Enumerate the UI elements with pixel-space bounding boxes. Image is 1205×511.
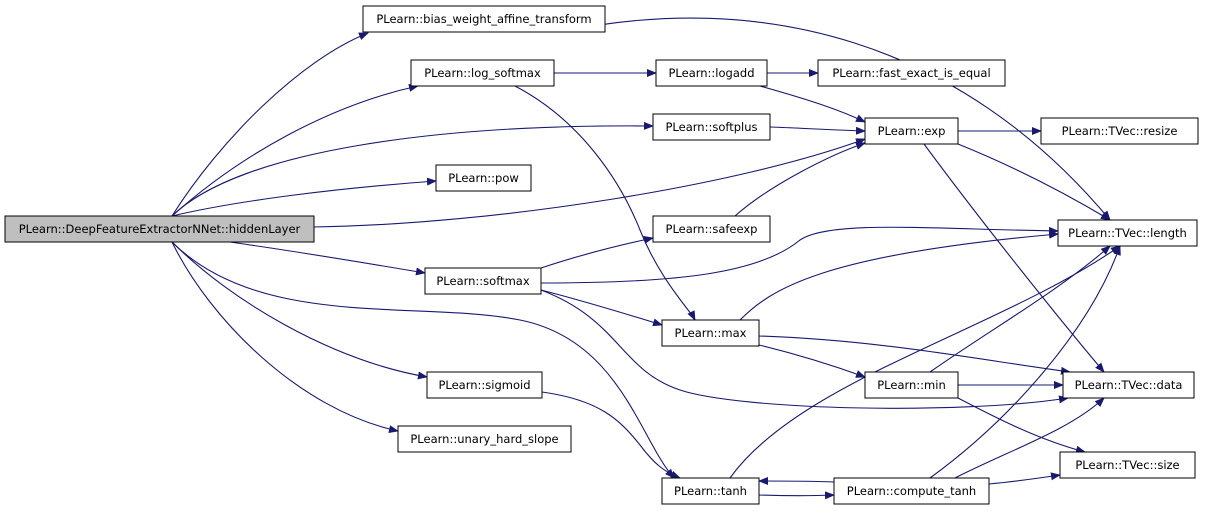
edge-tanh-to-compute-tanh bbox=[758, 491, 835, 500]
edge-compute-tanh-to-data bbox=[954, 397, 1105, 479]
node-hiddenLayer[interactable]: PLearn::DeepFeatureExtractorNNet::hidden… bbox=[4, 215, 315, 243]
node-safeexp[interactable]: PLearn::safeexp bbox=[652, 215, 771, 243]
edge-min-to-length bbox=[929, 245, 1111, 373]
edge-tanh-to-length bbox=[729, 245, 1121, 479]
node-label: PLearn::compute_tanh bbox=[847, 484, 976, 498]
edge-sigmoid-to-tanh bbox=[541, 391, 681, 479]
node-label: PLearn::DeepFeatureExtractorNNet::hidden… bbox=[19, 222, 301, 236]
node-label: PLearn::pow bbox=[448, 171, 519, 185]
node-exp[interactable]: PLearn::exp bbox=[864, 117, 959, 145]
edge-compute-tanh-to-tanh bbox=[758, 477, 835, 486]
edge-softmax-to-safeexp bbox=[540, 235, 654, 269]
edge-hiddenLayer-to-bias bbox=[171, 32, 369, 217]
edge-exp-to-data bbox=[923, 143, 1105, 373]
edge-softmax-to-data bbox=[540, 289, 1069, 409]
node-label: PLearn::logadd bbox=[668, 66, 754, 80]
edge-softplus-to-exp bbox=[769, 126, 866, 135]
node-label: PLearn::TVec::resize bbox=[1062, 124, 1178, 138]
node-label: PLearn::log_softmax bbox=[424, 66, 541, 80]
nodes-layer: PLearn::DeepFeatureExtractorNNet::hidden… bbox=[4, 5, 1199, 505]
edge-max-to-length bbox=[739, 230, 1059, 321]
edge-hiddenLayer-to-unary bbox=[171, 241, 399, 434]
node-label: PLearn::TVec::size bbox=[1075, 458, 1179, 472]
node-label: PLearn::max bbox=[675, 326, 747, 340]
node-label: PLearn::bias_weight_affine_transform bbox=[376, 12, 591, 26]
edge-max-to-min bbox=[758, 344, 866, 378]
node-label: PLearn::tanh bbox=[674, 484, 747, 498]
node-bias[interactable]: PLearn::bias_weight_affine_transform bbox=[362, 5, 606, 33]
edge-hiddenLayer-to-tanh bbox=[171, 241, 675, 479]
edge-safeexp-to-exp bbox=[734, 142, 866, 217]
node-data[interactable]: PLearn::TVec::data bbox=[1062, 371, 1195, 399]
edge-softmax-to-max bbox=[540, 289, 663, 327]
node-label: PLearn::min bbox=[877, 378, 946, 392]
edge-bias-to-length bbox=[559, 17, 1111, 221]
node-min[interactable]: PLearn::min bbox=[864, 371, 959, 399]
node-label: PLearn::softmax bbox=[436, 274, 529, 288]
node-log-softmax[interactable]: PLearn::log_softmax bbox=[410, 59, 555, 87]
node-pow[interactable]: PLearn::pow bbox=[435, 164, 532, 192]
edge-softmax-to-length bbox=[540, 226, 1059, 284]
edge-hiddenLayer-to-softplus bbox=[171, 121, 654, 217]
node-label: PLearn::unary_hard_slope bbox=[410, 432, 558, 446]
edge-hiddenLayer-to-sigmoid bbox=[171, 241, 428, 380]
node-fast-exact[interactable]: PLearn::fast_exact_is_equal bbox=[817, 59, 1006, 87]
edge-hiddenLayer-to-pow bbox=[171, 177, 437, 217]
edge-logadd-to-exp bbox=[759, 85, 866, 123]
edge-max-to-data bbox=[758, 335, 1071, 375]
edge-hiddenLayer-to-softmax bbox=[229, 241, 426, 276]
node-sigmoid[interactable]: PLearn::sigmoid bbox=[426, 371, 543, 399]
edge-exp-to-length bbox=[957, 143, 1111, 221]
node-label: PLearn::fast_exact_is_equal bbox=[832, 66, 990, 80]
edge-hiddenLayer-to-exp bbox=[313, 138, 866, 228]
edge-hiddenLayer-to-log-softmax bbox=[171, 83, 419, 217]
node-max[interactable]: PLearn::max bbox=[661, 319, 760, 347]
node-softplus[interactable]: PLearn::softplus bbox=[652, 113, 771, 141]
edges-layer bbox=[171, 17, 1121, 500]
edge-compute-tanh-to-length bbox=[929, 245, 1121, 479]
edge-log-softmax-to-max bbox=[514, 85, 696, 321]
node-label: PLearn::TVec::data bbox=[1075, 378, 1183, 392]
node-size[interactable]: PLearn::TVec::size bbox=[1059, 451, 1196, 479]
node-compute-tanh[interactable]: PLearn::compute_tanh bbox=[833, 477, 990, 505]
node-logadd[interactable]: PLearn::logadd bbox=[655, 59, 768, 87]
edge-compute-tanh-to-size bbox=[988, 472, 1061, 485]
node-label: PLearn::sigmoid bbox=[438, 378, 530, 392]
node-length[interactable]: PLearn::TVec::length bbox=[1057, 219, 1198, 247]
edge-min-to-size bbox=[957, 397, 1086, 454]
node-label: PLearn::softplus bbox=[666, 120, 758, 134]
node-unary[interactable]: PLearn::unary_hard_slope bbox=[397, 425, 572, 453]
node-tanh[interactable]: PLearn::tanh bbox=[661, 477, 760, 505]
node-label: PLearn::exp bbox=[878, 124, 946, 138]
node-label: PLearn::safeexp bbox=[666, 222, 758, 236]
node-label: PLearn::TVec::length bbox=[1068, 226, 1187, 240]
node-softmax[interactable]: PLearn::softmax bbox=[424, 267, 542, 295]
node-resize[interactable]: PLearn::TVec::resize bbox=[1040, 117, 1199, 145]
